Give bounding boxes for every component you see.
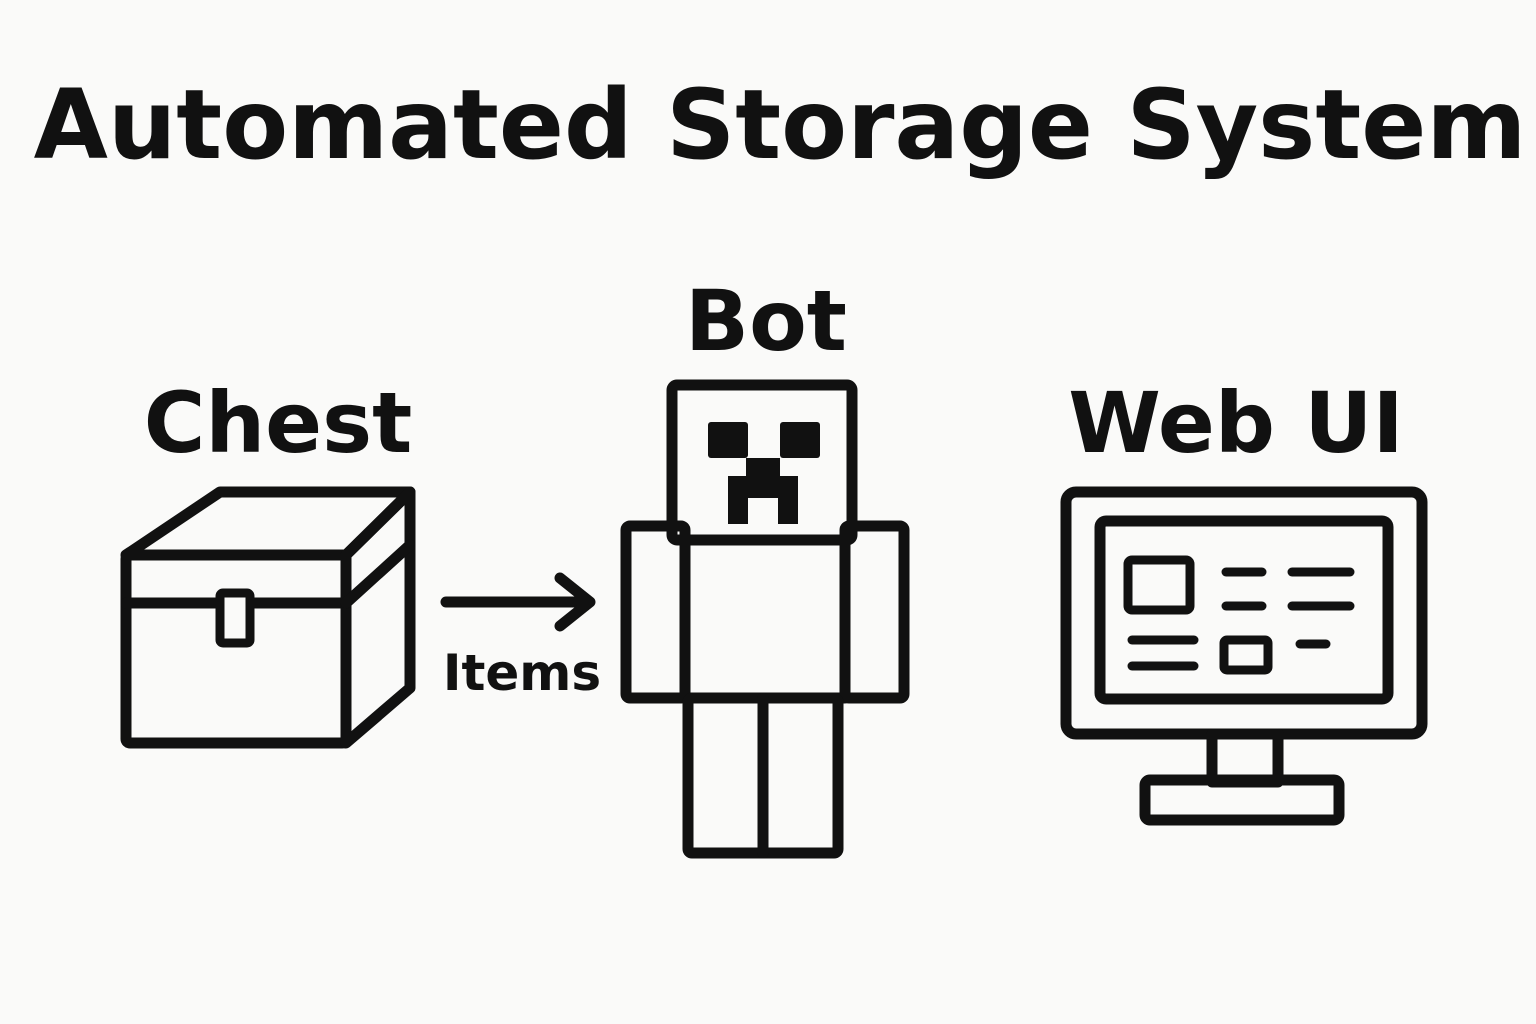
diagram-title: Automated Storage System: [34, 69, 1527, 181]
web-ui-label: Web UI: [1068, 374, 1403, 472]
chest-icon: [120, 486, 416, 749]
chest-label: Chest: [144, 374, 413, 472]
bot-label: Bot: [685, 272, 847, 370]
chest-to-bot-arrow: [440, 572, 596, 632]
items-edge-label: Items: [443, 644, 601, 702]
minecraft-bot-icon: [620, 379, 910, 859]
computer-monitor-icon: [1060, 486, 1428, 826]
